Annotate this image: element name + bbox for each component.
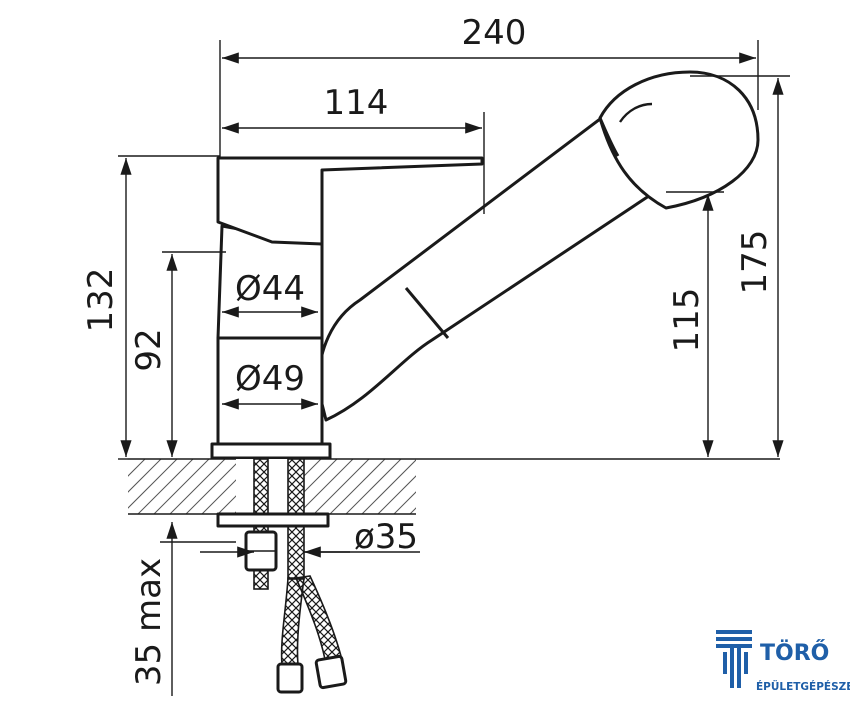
- brand-tagline: ÉPÜLETGÉPÉSZET: [756, 679, 850, 693]
- hatch-line: [128, 459, 146, 477]
- hatch-line: [361, 459, 416, 514]
- dimension-labels: 240 114 132 92 Ø44 Ø49 ø35 115 175 35 ma…: [81, 13, 775, 686]
- hatch-line: [377, 475, 416, 514]
- countertop-section: [128, 458, 780, 515]
- label-mount-hole: ø35: [354, 517, 418, 557]
- hatch-line: [442, 459, 497, 514]
- supply-hose-left: [280, 577, 305, 666]
- label-body-height: 132: [81, 268, 121, 333]
- toro-logo: TÖRŐ ÉPÜLETGÉPÉSZET: [716, 630, 850, 693]
- hatch-line: [297, 459, 354, 514]
- hatch-line: [458, 459, 513, 514]
- toro-logo-mark: [716, 630, 752, 688]
- label-spout-height: 115: [667, 288, 707, 353]
- label-lower-height: 92: [129, 328, 169, 371]
- hatch-line: [128, 459, 162, 493]
- hose-fitting-left: [276, 662, 304, 694]
- hatch-line: [128, 459, 178, 509]
- hatch-line: [153, 459, 210, 514]
- dimension-lines: [118, 40, 790, 696]
- base-flange: [210, 442, 332, 460]
- label-lower-diameter: Ø49: [235, 359, 305, 399]
- fixing-plate: [216, 512, 330, 528]
- hatch-line: [345, 459, 402, 514]
- hatch-line: [185, 459, 242, 514]
- spout-joint: [404, 287, 450, 339]
- spray-head-button: [619, 102, 653, 123]
- faucet-body: [210, 70, 760, 460]
- supply-hose-right: [294, 575, 343, 667]
- hatch-line: [313, 459, 370, 514]
- hatch-line: [169, 459, 226, 514]
- label-upper-diameter: Ø44: [235, 269, 305, 309]
- hatch-line: [393, 491, 416, 514]
- label-max-thickness: 35 max: [129, 558, 169, 686]
- hatch-line: [329, 459, 386, 514]
- spout-tube: [316, 108, 678, 422]
- spray-head-seam: [598, 117, 620, 157]
- lower-body: [216, 336, 324, 446]
- hatch-line: [137, 459, 194, 514]
- hatch-line: [409, 507, 416, 514]
- hose-fitting-right: [314, 654, 348, 690]
- label-lever-length: 114: [324, 83, 389, 123]
- label-total-width: 240: [462, 13, 527, 53]
- label-total-height: 175: [735, 230, 775, 295]
- hatch-line: [426, 459, 481, 514]
- brand-name: TÖRŐ: [760, 640, 829, 666]
- lever-handle: [218, 156, 484, 174]
- mounting-hardware: [216, 458, 348, 694]
